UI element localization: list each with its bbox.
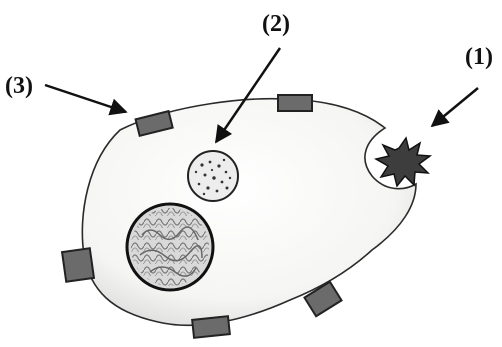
antigen-icon xyxy=(376,138,430,186)
label-1: (1) xyxy=(465,44,493,70)
receptor-icon xyxy=(62,248,94,282)
vesicle-icon xyxy=(188,151,238,201)
nucleus-icon xyxy=(127,204,213,290)
arrow-3 xyxy=(45,85,126,112)
label-2: (2) xyxy=(262,11,290,37)
receptor-icon xyxy=(278,95,312,111)
label-3: (3) xyxy=(5,73,33,99)
receptor-icon xyxy=(192,316,230,338)
cell-body xyxy=(82,99,416,326)
arrow-1 xyxy=(432,88,478,126)
